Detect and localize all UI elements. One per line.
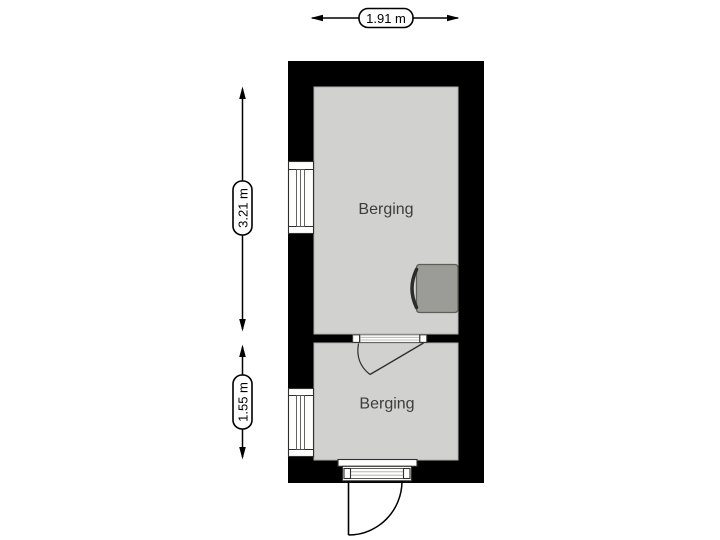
- dimension-top-width-label: 1.91 m: [366, 11, 406, 26]
- interior-doorway: [352, 334, 428, 376]
- doorway-threshold: [350, 468, 404, 479]
- door-jamb: [419, 334, 428, 343]
- lower-room-floor: [313, 342, 459, 461]
- door-jamb: [343, 467, 352, 480]
- boiler-symbol: [410, 263, 459, 314]
- dimension-lower-height: 1.55 m: [232, 344, 253, 460]
- doorway-threshold: [359, 334, 421, 343]
- window-frame: [287, 387, 315, 458]
- door-swing-arc: [357, 343, 371, 375]
- upper-room-label: Berging: [358, 201, 413, 218]
- arrowhead-up-icon: [239, 86, 246, 99]
- door-leaf: [369, 342, 424, 376]
- door-sill: [337, 458, 418, 467]
- dimension-label-pill: [232, 374, 253, 430]
- building: Berging Berging: [287, 61, 484, 536]
- window-frame: [287, 160, 315, 235]
- arrowhead-right-icon: [447, 14, 460, 22]
- door-jamb: [402, 467, 411, 480]
- dimension-upper-height-label: 3.21 m: [236, 188, 251, 228]
- dimension-label-pill: [358, 7, 414, 29]
- door-swing-arc: [348, 480, 403, 536]
- arrowhead-down-icon: [239, 319, 246, 332]
- exterior-doorway: [337, 458, 418, 536]
- arrowhead-left-icon: [310, 14, 323, 22]
- dimension-upper-height: 3.21 m: [232, 86, 253, 332]
- boiler-curved-front: [410, 267, 419, 310]
- upper-window: [287, 160, 315, 235]
- arrowhead-down-icon: [239, 447, 246, 460]
- dimension-top-width: 1.91 m: [310, 7, 460, 29]
- arrowhead-up-icon: [239, 344, 246, 357]
- door-jamb: [352, 334, 361, 343]
- dimension-lower-height-label: 1.55 m: [236, 382, 251, 422]
- dimension-label-pill: [232, 180, 253, 236]
- lower-window: [287, 387, 315, 458]
- lower-room-label: Berging: [359, 396, 414, 413]
- boiler-body: [415, 263, 459, 314]
